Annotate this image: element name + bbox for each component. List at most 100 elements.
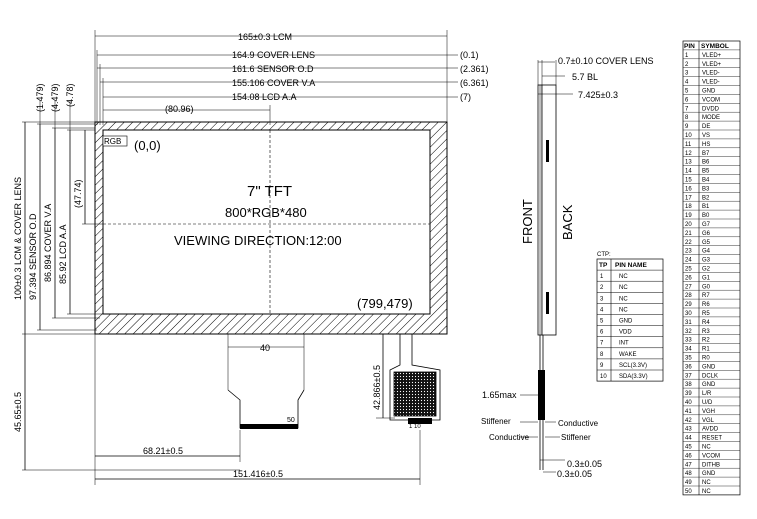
pin-row-number: 20 <box>685 222 692 228</box>
pin-row-symbol: U/D <box>702 400 713 406</box>
lcd-panel: RGB (0,0) 7" TFT 800*RGB*480 VIEWING DIR… <box>94 121 448 335</box>
pin-row-symbol: DCLK <box>702 373 718 379</box>
pin-row-symbol: L/R <box>702 391 712 397</box>
pin-row-symbol: G1 <box>702 275 711 281</box>
pin-row-number: 22 <box>685 240 692 246</box>
pin-header-symbol: SYMBOL <box>701 43 729 50</box>
ctp-header-tp: TP <box>599 262 608 269</box>
ctp-row-name: NC <box>619 274 628 280</box>
pin-row-number: 26 <box>685 275 692 281</box>
pin-row-symbol: VLED+ <box>702 53 722 59</box>
side-view: 0.7±0.10 COVER LENS 5.7 BL 7.425±0.3 FRO… <box>481 56 653 479</box>
dim-t-4479: (4.479) <box>50 83 60 112</box>
conductive-label-1: Conductive <box>558 419 599 428</box>
stiffener-label-1: Stiffener <box>481 417 511 426</box>
pin-row-number: 42 <box>685 418 692 424</box>
pin-row-symbol: B7 <box>702 151 710 157</box>
origin-coordinate: (0,0) <box>134 138 161 153</box>
pin-row-number: 19 <box>685 213 692 219</box>
pin-row-number: 30 <box>685 311 692 317</box>
dim-lcm-width: 165±0.3 LCM <box>238 32 292 42</box>
conductive-label-2: Conductive <box>489 433 530 442</box>
display-fpc: 40 50 <box>227 334 305 429</box>
pin-row-number: 4 <box>685 80 689 86</box>
stiffener-label-2: Stiffener <box>561 433 591 442</box>
pin-row-symbol: GND <box>702 382 716 388</box>
dim-cover-lens-width: 164.9 COVER LENS <box>232 50 315 60</box>
pin-row-symbol: G7 <box>702 222 711 228</box>
pin-row-number: 44 <box>685 436 692 442</box>
pin-row-number: 34 <box>685 347 692 353</box>
pin-row-symbol: AVDD <box>702 427 719 433</box>
pin-row-number: 17 <box>685 195 692 201</box>
pin-row-number: 29 <box>685 302 692 308</box>
pin-row-symbol: R0 <box>702 356 710 362</box>
ctp-row-number: 3 <box>600 296 604 302</box>
dim-ctp-fpc-height: 42.866±0.5 <box>372 365 382 410</box>
pin-row-number: 23 <box>685 249 692 255</box>
ctp-row-number: 6 <box>600 330 604 336</box>
pin-row-symbol: GND <box>702 471 716 477</box>
pin-row-symbol: VLED+ <box>702 62 722 68</box>
viewing-direction-label: VIEWING DIRECTION:12:00 <box>174 233 342 248</box>
pin-row-symbol: B3 <box>702 186 710 192</box>
front-label: FRONT <box>520 199 535 244</box>
dim-sensor-od-height: 97.394 SENSOR O.D <box>28 213 38 300</box>
pin-row-number: 48 <box>685 471 692 477</box>
ctp-row-name: NC <box>619 296 628 302</box>
pin-row-number: 32 <box>685 329 692 335</box>
ctp-row-number: 10 <box>600 374 607 380</box>
pin-row-symbol: R4 <box>702 320 710 326</box>
pin-row-number: 45 <box>685 445 692 451</box>
pin-row-symbol: HS <box>702 142 710 148</box>
pin-row-symbol: B1 <box>702 204 710 210</box>
pin-row-symbol: R7 <box>702 293 710 299</box>
ctp-pin-labels: 1 10 <box>409 424 421 430</box>
pin-row-number: 50 <box>685 489 692 495</box>
ctp-fpc: 42.866±0.5 1 10 <box>372 333 441 430</box>
pin-row-number: 9 <box>685 124 689 130</box>
side-165max: 1.65max <box>482 390 517 400</box>
end-coordinate: (799,479) <box>357 296 413 311</box>
ctp-row-name: WAKE <box>619 352 636 358</box>
pin-row-symbol: B5 <box>702 169 710 175</box>
ctp-header-pin-name: PIN NAME <box>615 262 647 269</box>
pin-row-symbol: B6 <box>702 160 710 166</box>
pin-row-symbol: RESET <box>702 436 722 442</box>
ctp-row-number: 7 <box>600 341 604 347</box>
pin-row-symbol: NC <box>702 445 711 451</box>
pin-row-symbol: VCOM <box>702 453 720 459</box>
pin-row-number: 46 <box>685 453 692 459</box>
pin-row-symbol: VS <box>702 133 710 139</box>
pin-row-number: 49 <box>685 480 692 486</box>
pin-row-number: 38 <box>685 382 692 388</box>
fpc-width-40: 40 <box>260 343 270 353</box>
ctp-row-number: 8 <box>600 352 604 358</box>
dim-r-2361: (2.361) <box>460 64 489 74</box>
pin-row-symbol: VGL <box>702 418 715 424</box>
pin-row-symbol: R5 <box>702 311 710 317</box>
rgb-label: RGB <box>104 137 121 146</box>
ctp-row-name: VDD <box>619 330 632 336</box>
panel-size-label: 7" TFT <box>247 183 292 200</box>
dim-lcd-aa-width: 154.08 LCD A.A <box>232 92 297 102</box>
ctp-row-name: NC <box>619 285 628 291</box>
side-total-thickness: 7.425±0.3 <box>578 90 618 100</box>
pin-row-number: 37 <box>685 373 692 379</box>
pin-row-number: 43 <box>685 427 692 433</box>
pin-row-symbol: G3 <box>702 258 711 264</box>
ctp-row-number: 4 <box>600 307 604 313</box>
pin-row-number: 36 <box>685 364 692 370</box>
pin-row-symbol: G4 <box>702 249 711 255</box>
pin-row-symbol: VGH <box>702 409 715 415</box>
dim-offset-80: (80.96) <box>165 104 194 114</box>
side-cover-lens: 0.7±0.10 COVER LENS <box>558 56 653 66</box>
dim-r-7: (7) <box>460 92 471 102</box>
pin-row-symbol: G6 <box>702 231 711 237</box>
pin-row-number: 11 <box>685 142 692 148</box>
ctp-row-number: 9 <box>600 363 604 369</box>
pin-row-symbol: B0 <box>702 213 710 219</box>
dim-r-6361: (6.361) <box>460 78 489 88</box>
